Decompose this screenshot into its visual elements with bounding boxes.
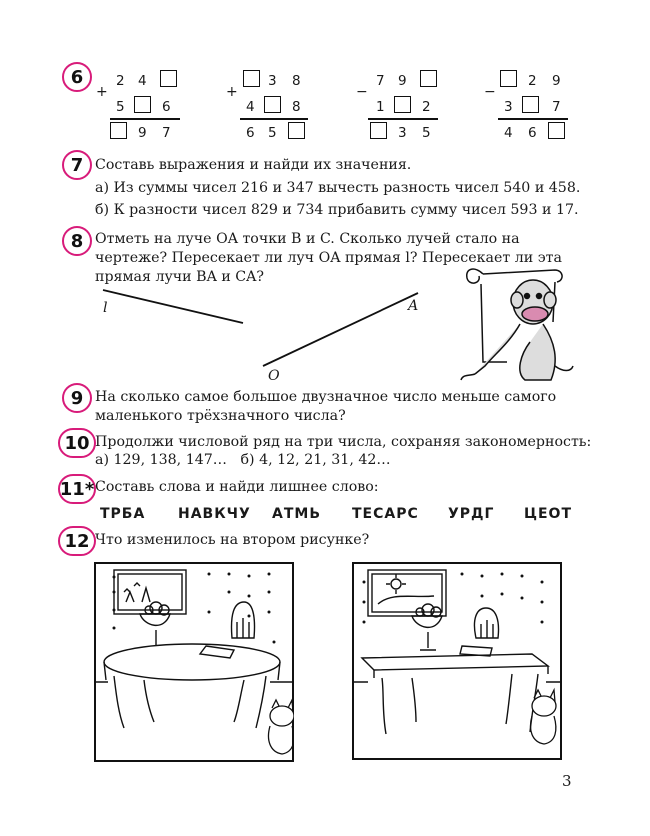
minus-sign: − [356, 84, 368, 100]
picture-second [352, 562, 562, 760]
answer-box[interactable] [288, 122, 305, 139]
task-text-line: а) 129, 138, 147… б) 4, 12, 21, 31, 42… [95, 452, 391, 468]
geometry-drawing [102, 289, 419, 367]
task-number: 12 [64, 530, 90, 552]
digit: 5 [116, 99, 125, 115]
digit: 3 [268, 73, 277, 89]
task-number: 7 [70, 154, 84, 176]
answer-box[interactable] [548, 122, 565, 139]
scrambled-word: ТЕСАРС [352, 506, 419, 522]
answer-box[interactable] [110, 122, 127, 139]
task-text-line: маленького трёхзначного числа? [95, 408, 346, 424]
digit: 9 [552, 73, 561, 89]
answer-box[interactable] [522, 96, 539, 113]
digit: 2 [528, 73, 537, 89]
answer-box[interactable] [264, 96, 281, 113]
scrambled-word: НАВКЧУ [178, 506, 251, 522]
task-number: 9 [70, 387, 84, 409]
digit: 3 [398, 125, 407, 141]
cat [267, 697, 294, 755]
scrambled-word: ЦЕОТ [524, 506, 573, 522]
digit: 6 [528, 125, 537, 141]
task-item-b: б) К разности чисел 829 и 734 прибавить … [95, 202, 579, 218]
digit: 7 [376, 73, 385, 89]
task-title: Составь выражения и найди их значения. [95, 157, 412, 173]
cat [529, 687, 557, 745]
task-number: 8 [70, 230, 84, 252]
task-title: Составь слова и найди лишнее слово: [95, 479, 379, 495]
digit: 2 [116, 73, 125, 89]
task-number-badge: 8 [62, 226, 92, 256]
task-number-badge: 11* [58, 474, 96, 504]
task-number: 11* [59, 478, 95, 500]
scrambled-word: ТРБА [100, 506, 146, 522]
digit: 9 [138, 125, 147, 141]
digit: 3 [504, 99, 513, 115]
picture-first [94, 562, 294, 762]
task-number-badge: 6 [62, 62, 92, 92]
task-item-a: а) Из суммы чисел 216 и 347 вычесть разн… [95, 180, 581, 196]
digit: 8 [292, 99, 301, 115]
digit: 4 [504, 125, 513, 141]
digit: 8 [292, 73, 301, 89]
answer-box[interactable] [394, 96, 411, 113]
scrambled-word: АТМЬ [272, 506, 321, 522]
digit: 1 [376, 99, 385, 115]
digit: 4 [246, 99, 255, 115]
label-l: l [103, 300, 108, 316]
sum-line [368, 118, 438, 120]
answer-box[interactable] [243, 70, 260, 87]
digit: 5 [268, 125, 277, 141]
answer-box[interactable] [160, 70, 177, 87]
sum-line [240, 118, 308, 120]
task-number: 10 [64, 432, 90, 454]
task-text-line: Продолжи числовой ряд на три числа, сохр… [95, 434, 592, 450]
sum-line [498, 118, 568, 120]
task-text-line: прямая лучи BA и CA? [95, 269, 265, 285]
digit: 5 [422, 125, 431, 141]
digit: 6 [246, 125, 255, 141]
answer-box[interactable] [500, 70, 517, 87]
digit: 4 [138, 73, 147, 89]
digit: 7 [552, 99, 561, 115]
task-number-badge: 9 [62, 383, 92, 413]
task-text-line: Отметь на луче OA точки B и C. Сколько л… [95, 231, 520, 247]
sum-line [110, 118, 180, 120]
task-text-line: На сколько самое большое двузначное числ… [95, 389, 557, 405]
task-text-line: чертеже? Пересекает ли луч OA прямая l? … [95, 250, 562, 266]
ray-oa [262, 292, 419, 367]
digit: 7 [162, 125, 171, 141]
plus-sign: + [226, 84, 238, 100]
label-a: A [408, 298, 419, 314]
scrambled-word: УРДГ [448, 506, 495, 522]
monkey-with-scroll-illustration [460, 268, 574, 381]
minus-sign: − [484, 84, 496, 100]
task-number: 6 [70, 66, 84, 88]
digit: 2 [422, 99, 431, 115]
digit: 9 [398, 73, 407, 89]
plus-sign: + [96, 84, 108, 100]
task-number-badge: 12 [58, 526, 96, 556]
task-number-badge: 7 [62, 150, 92, 180]
answer-box[interactable] [420, 70, 437, 87]
task-number-badge: 10 [58, 428, 96, 458]
answer-box[interactable] [134, 96, 151, 113]
label-o: O [268, 368, 280, 384]
task-title: Что изменилось на втором рисунке? [95, 532, 370, 548]
answer-box[interactable] [370, 122, 387, 139]
page-number: 3 [562, 772, 572, 790]
digit: 6 [162, 99, 171, 115]
line-l [102, 289, 244, 324]
